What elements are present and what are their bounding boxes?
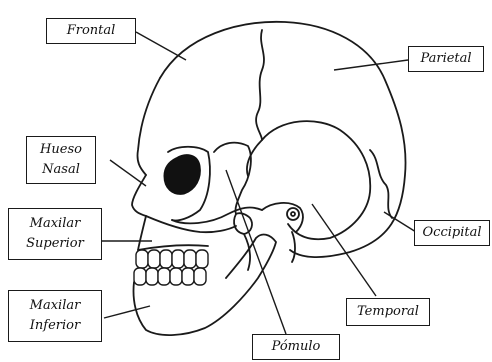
label-parietal: Parietal: [408, 46, 484, 72]
label-occipital-text: Occipital: [423, 223, 482, 243]
leader-temporal: [312, 204, 376, 296]
label-maxilar-inferior-line2: Inferior: [30, 316, 80, 336]
leader-parietal: [334, 60, 408, 70]
label-temporal-text: Temporal: [357, 302, 419, 322]
coronal-suture: [256, 30, 264, 140]
forehead-outline: [137, 78, 160, 175]
zygomatic-arch: [214, 143, 251, 214]
label-frontal-text: Frontal: [67, 21, 116, 41]
mastoid: [292, 232, 295, 262]
label-occipital: Occipital: [414, 220, 490, 246]
lambdoid-suture: [370, 150, 392, 218]
label-maxilar-superior-line1: Maxilar: [30, 214, 81, 234]
maxilla-front: [138, 216, 146, 250]
label-maxilar-superior-line2: Superior: [26, 234, 84, 254]
label-parietal-text: Parietal: [420, 49, 471, 69]
leader-hueso-nasal: [110, 160, 146, 186]
orbit-fill: [164, 155, 200, 195]
label-temporal: Temporal: [346, 298, 430, 326]
label-frontal: Frontal: [46, 18, 136, 44]
leader-lines: [102, 32, 416, 334]
label-hueso-nasal-line1: Hueso: [40, 140, 82, 160]
cranium-outline: [160, 22, 406, 257]
label-pomulo-text: Pómulo: [272, 337, 321, 357]
temporal-outline: [262, 121, 370, 239]
leader-maxilar-inferior: [104, 306, 150, 318]
label-hueso-nasal: Hueso Nasal: [26, 136, 96, 184]
upper-teeth: [136, 250, 208, 268]
label-hueso-nasal-line2: Nasal: [42, 160, 80, 180]
leader-pomulo: [226, 170, 286, 334]
label-pomulo: Pómulo: [252, 334, 340, 360]
leader-frontal: [136, 32, 186, 60]
lower-teeth: [134, 268, 206, 285]
zygomatic-outline: [172, 207, 262, 223]
upper-jaw-line: [138, 245, 208, 250]
label-maxilar-inferior: Maxilar Inferior: [8, 290, 102, 342]
label-maxilar-superior: Maxilar Superior: [8, 208, 102, 260]
label-maxilar-inferior-line1: Maxilar: [30, 296, 81, 316]
